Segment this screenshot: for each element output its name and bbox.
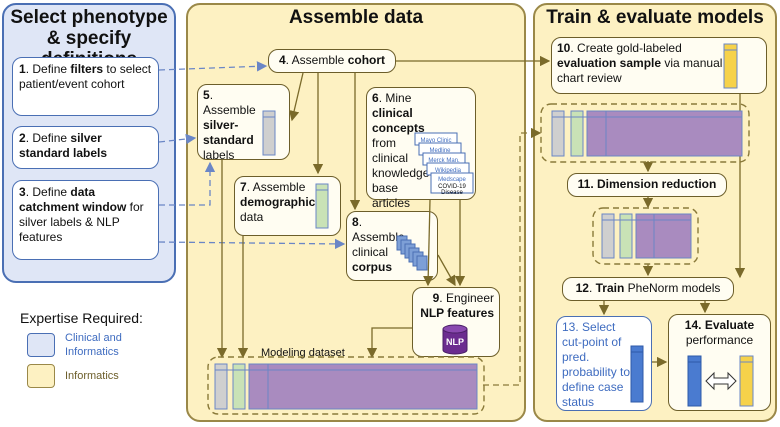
step-11-dimension-reduction: 11. Dimension reduction bbox=[567, 173, 727, 197]
article-label: Medscape bbox=[438, 177, 466, 183]
legend-title: Expertise Required: bbox=[20, 310, 143, 326]
legend-informatics-swatch bbox=[27, 364, 55, 388]
reduced-matrix-container bbox=[592, 207, 699, 265]
step-5-assemble-silver-labels: 5. Assemble silver-standard labels bbox=[197, 84, 290, 162]
article-label: Merck Man. bbox=[428, 158, 460, 164]
modeling-dataset-matrix bbox=[214, 363, 478, 410]
article-label: Wikipedia bbox=[435, 168, 462, 174]
step-1-define-filters: 1. Define filters to select patient/even… bbox=[12, 57, 159, 116]
train-evaluate-title: Train & evaluate models bbox=[546, 7, 764, 28]
demographic-column-icon bbox=[315, 183, 329, 229]
dashed-connectors-right bbox=[483, 127, 542, 386]
step-2-define-silver-labels: 2. Define silver standard labels bbox=[12, 126, 159, 169]
step-14-evaluate-performance: 14. Evaluate performance bbox=[668, 314, 771, 411]
legend-clinical-swatch bbox=[27, 333, 55, 357]
gold-label-column-icon bbox=[723, 43, 738, 89]
knowledge-articles-icon: Mayo Clinic Medline Merck Man. Wikipedia… bbox=[414, 132, 474, 196]
full-feature-matrix bbox=[551, 110, 743, 157]
evaluate-comparison-icon bbox=[687, 355, 754, 407]
modeling-dataset-container bbox=[207, 356, 485, 415]
article-label: Disease bbox=[441, 190, 463, 196]
dashed-arrows-left bbox=[158, 61, 346, 250]
full-matrix-container bbox=[540, 103, 750, 163]
nlp-database-icon: NLP bbox=[442, 324, 468, 355]
legend-informatics-label: Informatics bbox=[65, 370, 119, 382]
article-label: COVID-19 bbox=[438, 184, 466, 190]
assemble-data-title: Assemble data bbox=[288, 7, 424, 28]
corpus-documents-icon bbox=[396, 235, 428, 271]
modeling-dataset-label: Modeling dataset bbox=[261, 347, 345, 359]
step-13-select-cutpoint: 13. Select cut-point of pred. probabilit… bbox=[556, 316, 652, 411]
reduced-feature-matrix bbox=[601, 213, 692, 259]
silver-label-column-icon bbox=[262, 110, 276, 156]
step-12-train-phenorm: 12. Train PheNorm models bbox=[562, 277, 734, 301]
step-4-assemble-cohort: 4. Assemble cohort bbox=[268, 49, 396, 73]
step-3-data-catchment-window: 3. Define data catchment window for silv… bbox=[12, 180, 159, 260]
nlp-icon-label: NLP bbox=[446, 337, 464, 347]
article-label: Mayo Clinic bbox=[420, 138, 451, 144]
solid-arrows bbox=[216, 55, 746, 368]
article-label: Medline bbox=[429, 148, 451, 154]
cutpoint-probability-bar bbox=[630, 345, 644, 403]
legend-clinical-label: Clinical and Informatics bbox=[65, 332, 122, 358]
